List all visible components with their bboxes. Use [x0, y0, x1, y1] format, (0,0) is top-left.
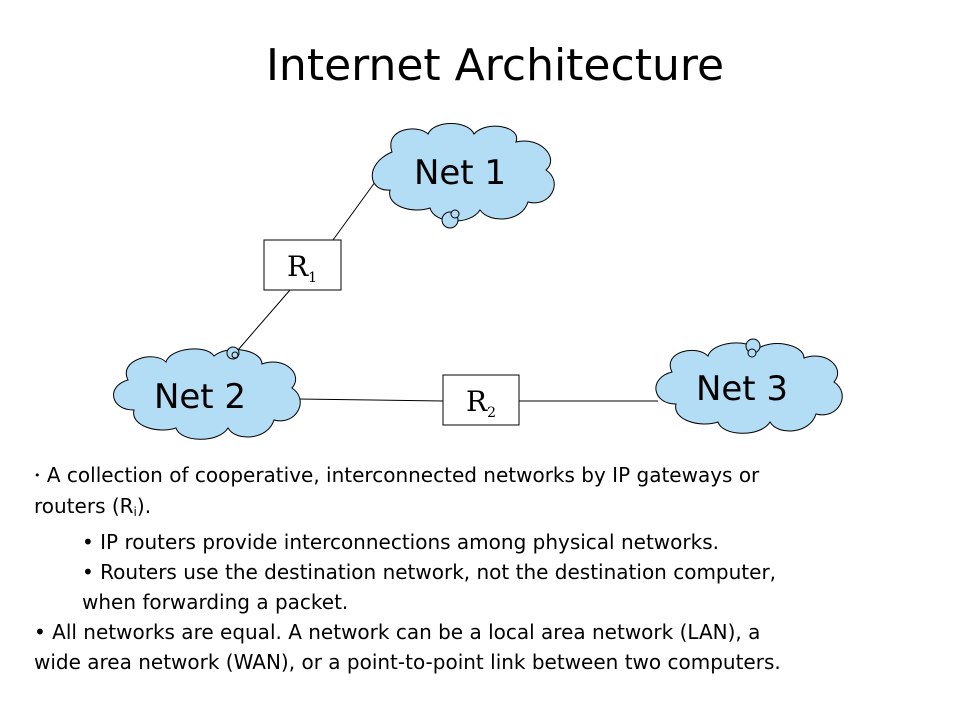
bullet-4-line-1: • All networks are equal. A network can …: [34, 617, 934, 647]
link-net1-r1: [332, 177, 379, 241]
bullet-1-line-1: • A collection of cooperative, interconn…: [34, 460, 934, 491]
router-r2-letter: R: [466, 385, 488, 418]
cloud-net2: Net 2: [113, 346, 301, 440]
bullet-dot: •: [82, 560, 94, 584]
router-r1-letter: R: [287, 250, 309, 283]
port-net3-b: [747, 348, 757, 358]
cloud-net1: Net 1: [371, 123, 555, 229]
port-net1-b: [450, 209, 460, 219]
bullet-3-line-1: • Routers use the destination network, n…: [34, 557, 934, 587]
network-diagram: Net 1 Net 2 Net 3 R1 R2: [113, 123, 843, 440]
router-r2: R2: [442, 374, 520, 426]
cloud-net3-label: Net 3: [696, 369, 788, 409]
router-r1-box: [263, 239, 342, 291]
cloud-net3: Net 3: [655, 338, 843, 434]
cloud-net3-shape: [655, 342, 843, 434]
bullet-1-subscript: i: [133, 505, 137, 519]
router-r2-label: R2: [466, 385, 496, 421]
bullet-dot: •: [82, 530, 94, 554]
router-r1-subscript: 1: [308, 270, 317, 286]
bullet-4-text-b: wide area network (WAN), or a point-to-p…: [34, 650, 781, 674]
bullet-1-line-2: routers (Ri).: [34, 491, 934, 527]
port-net2-b: [231, 351, 239, 359]
link-net2-r2: [297, 398, 444, 402]
page-title: Internet Architecture: [265, 40, 725, 91]
cloud-net1-label: Net 1: [414, 153, 506, 193]
router-r2-box: [442, 374, 520, 426]
cloud-net2-label: Net 2: [154, 377, 246, 417]
bullet-1-text-c: ).: [136, 494, 152, 518]
bullet-2: • IP routers provide interconnections am…: [34, 527, 934, 557]
router-r1-label: R1: [287, 250, 317, 286]
bullet-3-text-b: when forwarding a packet.: [82, 590, 349, 614]
router-r1: R1: [263, 239, 342, 291]
bullet-3-line-2: when forwarding a packet.: [34, 587, 934, 617]
bullet-list: • A collection of cooperative, interconn…: [34, 460, 934, 677]
bullet-1-text-a: A collection of cooperative, interconnec…: [46, 463, 760, 487]
bullet-dot: •: [34, 620, 46, 644]
bullet-dot: •: [34, 469, 41, 482]
bullet-1-text-b: routers (R: [34, 494, 134, 518]
router-r2-subscript: 2: [487, 405, 496, 421]
bullet-2-text: IP routers provide interconnections amon…: [100, 530, 719, 554]
bullet-4-line-2: wide area network (WAN), or a point-to-p…: [34, 647, 934, 677]
link-r1-net2: [237, 289, 291, 351]
bullet-4-text-a: All networks are equal. A network can be…: [52, 620, 761, 644]
cloud-net2-shape: [113, 348, 301, 440]
cloud-net1-shape: [371, 123, 555, 222]
bullet-3-text-a: Routers use the destination network, not…: [100, 560, 777, 584]
